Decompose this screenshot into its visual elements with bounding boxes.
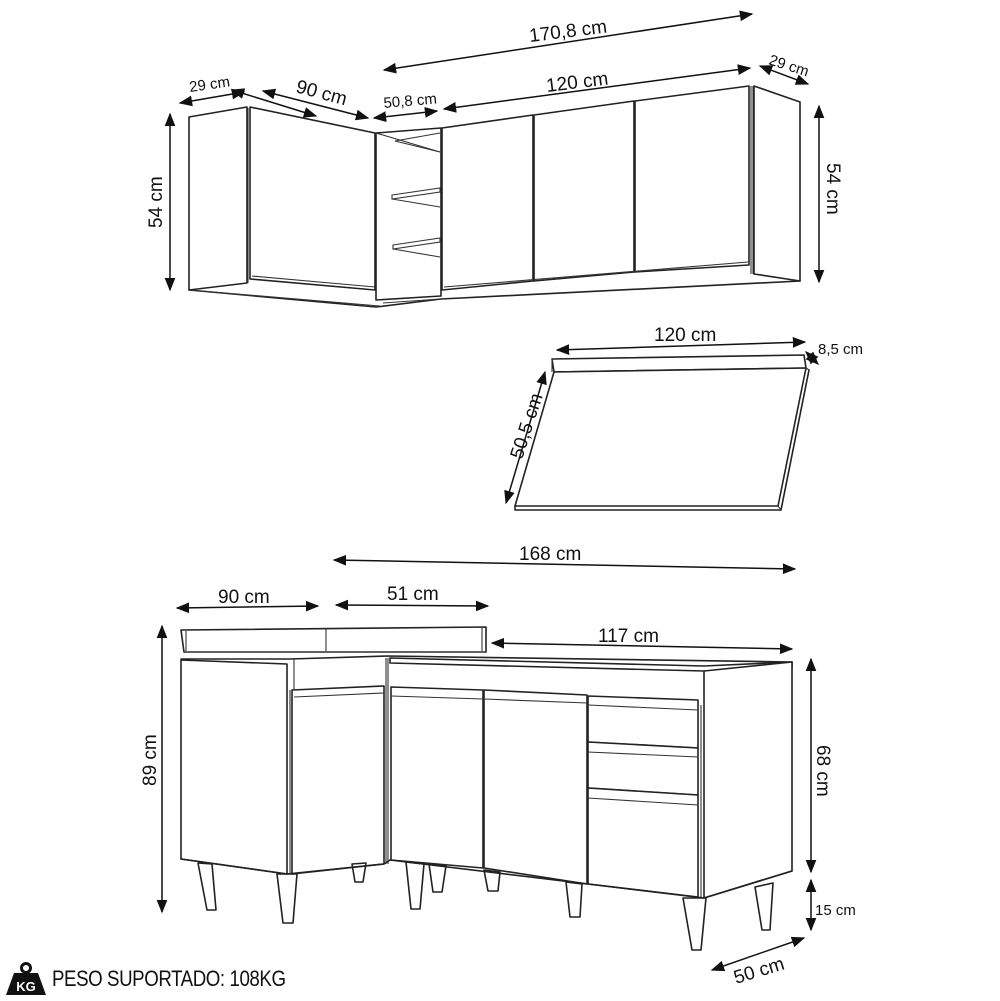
leg (276, 873, 298, 924)
kg-weight-icon: KG (4, 962, 48, 996)
upper-cabinets-drawing (188, 85, 801, 308)
leg (565, 881, 583, 918)
lower-total-height-label: 89 cm (140, 734, 161, 786)
leg (682, 897, 707, 951)
upper-left-side-panel (188, 106, 248, 291)
supported-weight-text: PESO SUPORTADO: 108KG (52, 966, 286, 991)
upper-corner-shelf-unit (375, 127, 442, 301)
upper-right-side-panel (753, 85, 801, 282)
upper-left-height-label: 54 cm (146, 176, 167, 228)
leg (405, 861, 425, 910)
upper-shelf-2 (391, 187, 441, 208)
lower-cabinets-drawing (180, 626, 793, 899)
lower-left-side-panel (180, 659, 288, 875)
lower-leg-height-label: 15 cm (815, 902, 856, 919)
countertop-surface (514, 367, 807, 507)
upper-right-height-label: 54 cm (822, 163, 843, 215)
lower-drawer-2 (587, 741, 699, 796)
lower-overall-width-label: 168 cm (519, 544, 581, 565)
countertop-width-label: 120 cm (654, 325, 716, 346)
lower-left-door (291, 685, 385, 875)
upper-right-door-1 (441, 114, 534, 291)
leg (483, 869, 501, 892)
lower-right-door-2 (483, 689, 588, 885)
lower-right-width-label: 117 cm (598, 626, 659, 647)
leg (754, 882, 774, 931)
lower-body-height-label: 68 cm (812, 745, 833, 797)
supported-weight-footer: KG PESO SUPORTADO: 108KG (4, 962, 327, 996)
upper-left-depth-label: 29 cm (188, 73, 231, 96)
upper-dimensions: 170,8 cm 29 cm 90 cm 50,8 cm 120 cm 29 c… (146, 10, 843, 292)
upper-right-door-2 (533, 100, 635, 282)
lower-dimensions: 168 cm 90 cm 51 cm 117 cm 89 cm 68 cm 15… (140, 544, 856, 989)
leg (351, 862, 367, 883)
lower-drawer-1 (587, 695, 699, 749)
lower-left-width-label: 90 cm (218, 587, 270, 608)
lower-backsplash (180, 626, 487, 653)
upper-left-width-label: 90 cm (294, 77, 349, 111)
lower-right-door-1 (390, 686, 484, 869)
lower-corner-width-label: 51 cm (387, 584, 439, 605)
upper-shelf-3 (392, 237, 441, 258)
kg-icon-label: KG (16, 979, 36, 994)
cabinet-legs (197, 861, 774, 951)
lower-depth-label: 50 cm (731, 954, 787, 989)
upper-right-door-3 (634, 85, 750, 273)
upper-left-door (249, 106, 376, 291)
upper-right-width-label: 120 cm (545, 69, 609, 97)
countertop-backsplash-label: 8,5 cm (818, 341, 863, 358)
upper-shelf-1 (394, 132, 441, 153)
leg (197, 862, 217, 911)
lower-right-side-panel (703, 661, 793, 899)
upper-corner-width-label: 50,8 cm (383, 90, 438, 112)
leg (428, 863, 447, 893)
countertop-drawing (514, 354, 810, 511)
